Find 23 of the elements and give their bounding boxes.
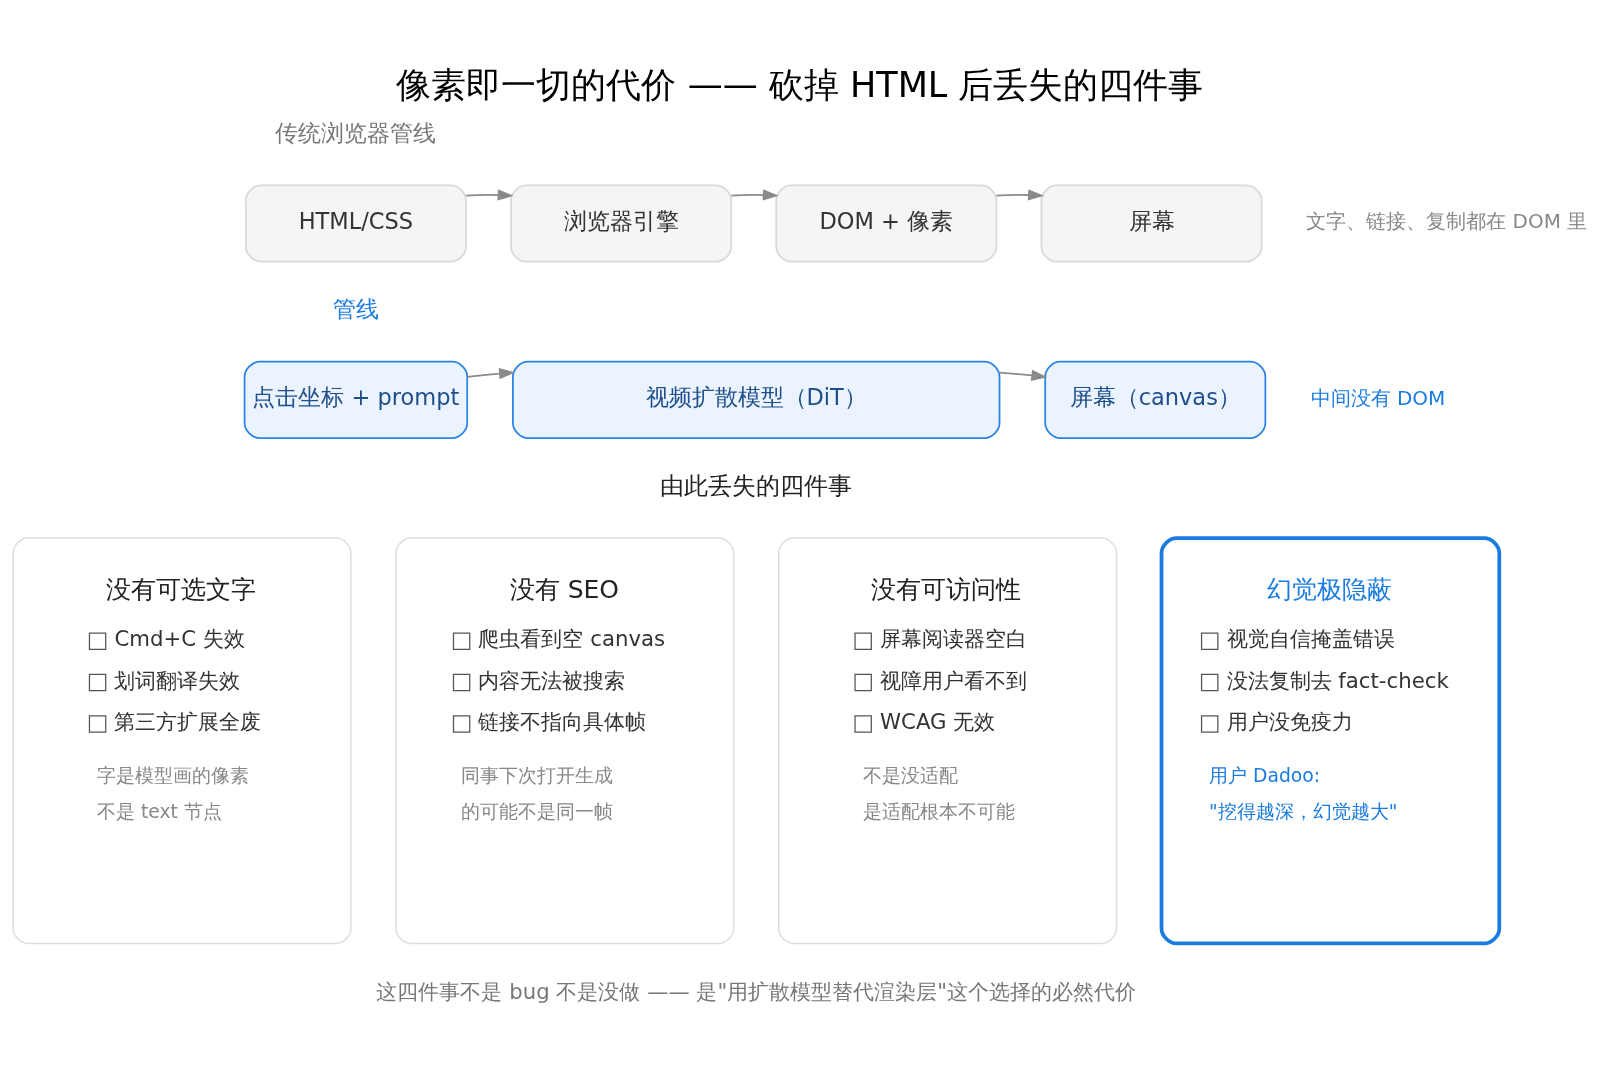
node-box: 没有 SEO 爬虫看到空 canvas 内容无法被搜索 链接不指向具体帧 同事下次打开生成 的可能不是同一帧 — [395, 537, 735, 945]
node-box: 浏览器引擎 — [510, 184, 733, 263]
label: 管线 — [332, 296, 379, 323]
label: 由此丢失的四件事 — [660, 471, 853, 500]
arrow — [466, 368, 516, 380]
diagram-title: 像素即一切的代价 —— 砍掉 HTML 后丢失的四件事 — [396, 64, 1204, 106]
caption: 这四件事不是 bug 不是没做 —— 是"用扩散模型替代渲染层"这个选择的必然代价 — [376, 978, 1136, 1004]
node-box: 没有可选文字 Cmd+C 失效 划词翻译失效 第三方扩展全废 字是模型画的像素 不是 text 节点 — [12, 537, 352, 945]
node-box: 点击坐标 + prompt — [243, 360, 469, 439]
label: 传统浏览器管线 — [275, 119, 437, 146]
node-box: 屏幕 — [1040, 184, 1263, 263]
node-box: DOM + 像素 — [775, 184, 998, 263]
node-box: 没有可访问性 屏幕阅读器空白 视障用户看不到 WCAG 无效 不是没适配 是适配根本不可能 — [778, 537, 1118, 945]
node-box: HTML/CSS — [244, 184, 467, 263]
node-box: 视频扩散模型（DiT） — [512, 360, 1001, 439]
node-box: 幻觉极隐蔽 视觉自信掩盖错误 没法复制去 fact-check 用户没免疫力 用户 Dadoo: "挖得越深，幻觉越大" — [1159, 536, 1502, 946]
node-label: 中间没有 DOM — [1310, 385, 1446, 410]
arrow — [998, 369, 1048, 381]
arrow — [995, 189, 1045, 201]
node-label: 文字、链接、复制都在 DOM 里 — [1306, 209, 1588, 234]
arrow — [730, 189, 779, 201]
node-box: 屏幕（canvas） — [1044, 360, 1267, 439]
arrow — [465, 189, 514, 201]
